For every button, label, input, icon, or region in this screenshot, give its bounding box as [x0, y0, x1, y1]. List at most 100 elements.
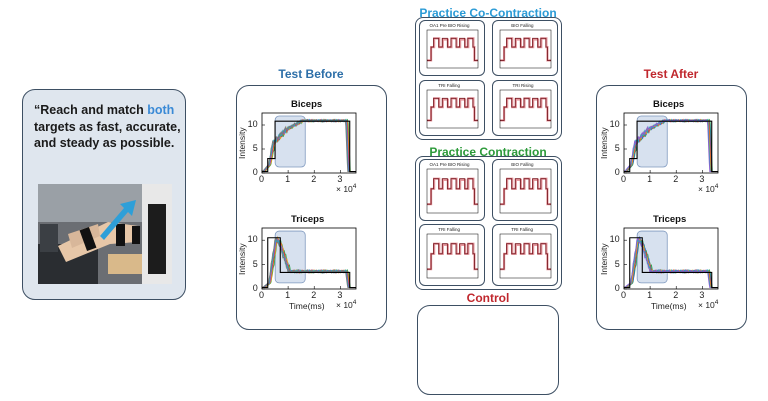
x-axis-title: Time(ms)	[289, 301, 325, 311]
mini-plot-axes	[499, 233, 552, 279]
x-tick-label: 1	[647, 174, 653, 184]
plot-axes	[623, 112, 719, 174]
mini-plot-axes	[499, 89, 552, 129]
mini-axes-frame	[426, 89, 479, 129]
instruction-text: “Reach and match both targets as fast, a…	[34, 102, 184, 152]
practice-trace	[500, 97, 551, 121]
triceps-test_after-title: Triceps	[653, 214, 687, 225]
x-tick-label: 1	[285, 174, 291, 184]
mini-plot-axes	[499, 29, 552, 69]
y-axis-title: Intensity	[599, 127, 609, 159]
practice-trace-band	[500, 177, 551, 206]
x-exponent-base: × 10	[336, 299, 353, 310]
mini-axes-frame	[426, 233, 479, 279]
practice-trace-band	[427, 37, 478, 62]
mini-plot-axes	[426, 89, 479, 129]
x-exponent: 4	[352, 183, 357, 190]
y-tick-label: 10	[247, 234, 258, 245]
y-tick-label: 10	[609, 119, 620, 129]
y-tick-label: 5	[252, 143, 258, 153]
mini-plot-axes	[426, 233, 479, 279]
mini-axes-frame	[499, 233, 552, 279]
practice-trace-band	[500, 97, 551, 122]
y-tick-label: 5	[252, 258, 258, 269]
practice-trace	[427, 243, 478, 270]
practice-trace	[500, 37, 551, 61]
mini-plot-title: BIO Falling	[511, 23, 534, 28]
mini-plot-title: TRI Rising	[512, 83, 534, 88]
x-tick-label: 3	[699, 174, 705, 184]
y-axis-title: Intensity	[599, 242, 609, 275]
instruction-highlight: both	[147, 103, 175, 117]
y-tick-label: 0	[614, 167, 620, 177]
x-tick-label: 2	[311, 290, 317, 300]
x-axis-title: Time(ms)	[651, 301, 687, 311]
control-title: Control	[466, 291, 510, 305]
x-tick-label: 0	[621, 290, 627, 300]
target-trace	[624, 237, 718, 289]
emg-trace	[262, 236, 354, 288]
practice-cocontraction-title: Practice Co-Contraction	[419, 6, 557, 20]
x-tick-label: 2	[673, 290, 679, 300]
y-tick-label: 0	[252, 167, 258, 177]
practice-trace-band	[500, 242, 551, 271]
x-tick-label: 3	[699, 290, 705, 300]
x-exponent-base: × 10	[698, 299, 715, 310]
practice-trace-band	[427, 242, 478, 271]
axes-frame	[623, 227, 719, 290]
x-exponent-base: × 10	[698, 183, 715, 194]
mini-plot-title: OA1 Pre BIO Rising	[429, 23, 470, 28]
arm-device-photo	[38, 184, 172, 284]
y-axis-title: Intensity	[237, 242, 247, 275]
mini-plot-title: TRI Falling	[438, 227, 461, 232]
emg-trace	[624, 118, 716, 173]
x-exponent-label: × 104	[698, 183, 718, 194]
emg-trace	[624, 236, 716, 288]
y-tick-label: 0	[614, 283, 620, 293]
practice-trace-band	[500, 37, 551, 62]
x-tick-label: 2	[311, 174, 317, 184]
instruction-part2: targets as fast, accurate, and steady as…	[34, 119, 181, 151]
mini-axes-frame	[499, 89, 552, 129]
x-tick-label: 0	[259, 290, 265, 300]
axes-frame	[261, 227, 357, 290]
mini-plot-title: TRI Falling	[438, 83, 461, 88]
x-tick-label: 0	[621, 174, 627, 184]
biceps-test_after-title: Biceps	[653, 99, 685, 110]
x-tick-label: 2	[673, 174, 679, 184]
x-exponent-label: × 104	[336, 183, 356, 194]
plot-axes	[261, 227, 357, 290]
mini-plot-axes	[499, 168, 552, 214]
mini-plot-title: BIO Falling	[511, 162, 534, 167]
target-region	[636, 230, 668, 284]
y-tick-label: 0	[252, 283, 258, 293]
x-exponent: 4	[714, 183, 719, 190]
practice-cocontraction-frame	[415, 17, 562, 140]
practice-trace	[427, 97, 478, 121]
x-tick-label: 3	[337, 290, 343, 300]
control-panel	[417, 305, 559, 395]
target-region	[274, 230, 306, 284]
mini-plot-title: TRI Falling	[511, 227, 534, 232]
triceps-test_before-title: Triceps	[291, 214, 325, 225]
quote-mark: “	[34, 103, 41, 117]
practice-trace	[500, 243, 551, 270]
y-tick-label: 10	[609, 234, 620, 245]
x-exponent: 4	[352, 299, 357, 306]
practice-contraction-frame	[415, 156, 562, 290]
x-exponent-label: × 104	[698, 299, 718, 310]
axes-frame	[261, 112, 357, 174]
mini-plot-axes	[426, 29, 479, 69]
axes-frame	[623, 112, 719, 174]
test-before-title: Test Before	[278, 67, 344, 81]
target-trace	[624, 120, 718, 173]
mini-plot-title: OA1 Pre BIO Rising	[429, 162, 470, 167]
x-exponent-base: × 10	[336, 183, 353, 194]
practice-trace-band	[427, 97, 478, 122]
target-trace	[262, 237, 356, 289]
y-tick-label: 10	[247, 119, 258, 129]
mini-axes-frame	[426, 168, 479, 214]
test-after-title: Test After	[643, 67, 699, 81]
x-exponent: 4	[714, 299, 719, 306]
x-tick-label: 0	[259, 174, 265, 184]
